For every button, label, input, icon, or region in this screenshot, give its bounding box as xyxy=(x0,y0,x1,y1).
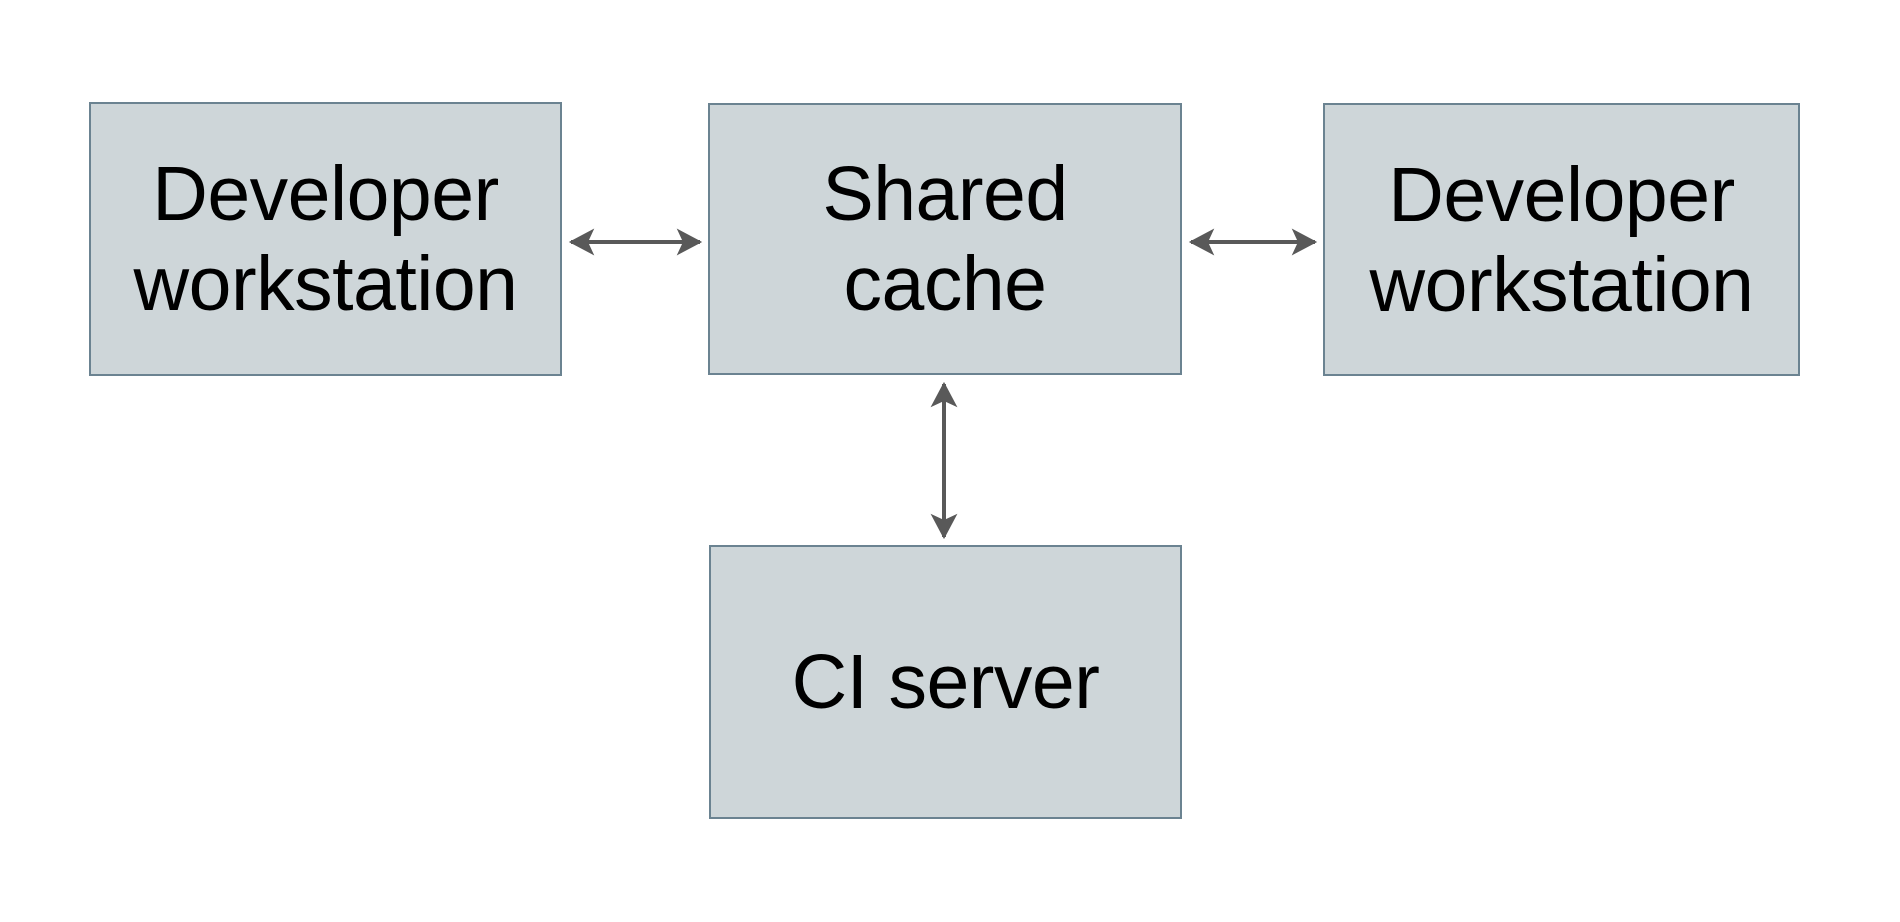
node-developer-workstation-left[interactable]: Developer workstation xyxy=(89,102,562,376)
node-developer-workstation-right[interactable]: Developer workstation xyxy=(1323,103,1800,376)
node-label: Developer workstation xyxy=(133,151,518,327)
node-ci-server[interactable]: CI server xyxy=(709,545,1182,819)
node-label: CI server xyxy=(791,639,1100,725)
node-label: Developer workstation xyxy=(1369,151,1754,328)
node-shared-cache[interactable]: Shared cache xyxy=(708,103,1182,375)
node-label: Shared cache xyxy=(822,151,1068,327)
